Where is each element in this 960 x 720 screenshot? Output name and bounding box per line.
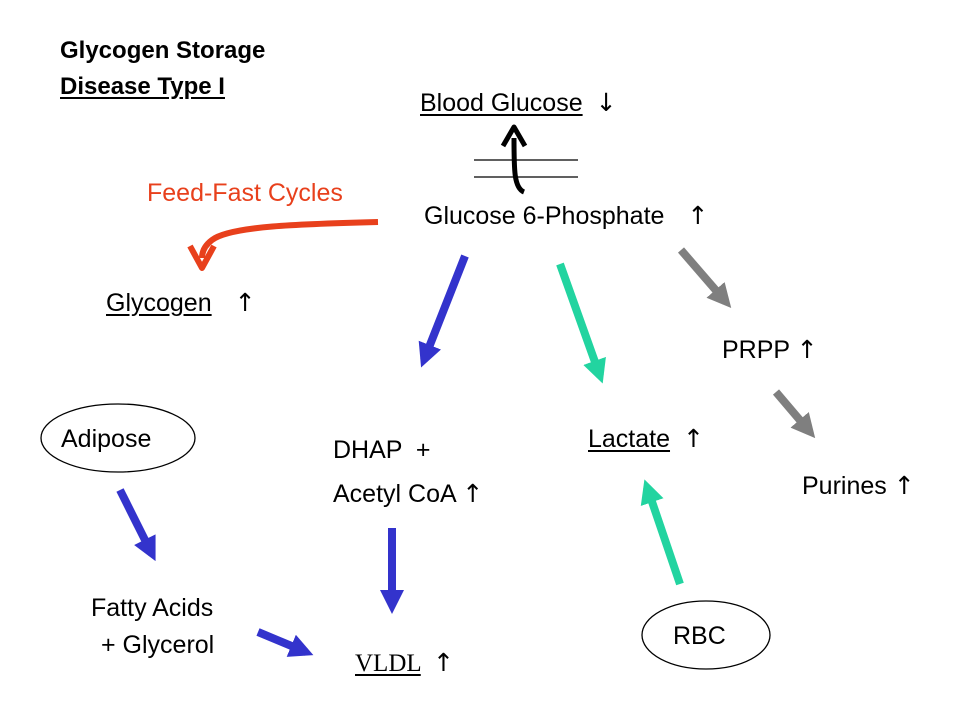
vldl-label: VLDL ↑ <box>355 648 454 679</box>
glycerol-label: + Glycerol <box>101 631 215 659</box>
prpp-text: PRPP <box>722 336 790 364</box>
up-arrow-icon: ↑ <box>687 201 709 230</box>
prpp-label: PRPP ↑ <box>722 335 818 365</box>
feed-fast-label: Feed-Fast Cycles <box>147 179 343 207</box>
prpp-to-purines-arrow <box>772 389 816 439</box>
purines-text: Purines <box>802 472 887 500</box>
adipose-ellipse <box>40 403 196 473</box>
lactate-text: Lactate <box>588 425 671 453</box>
title-line-1: Glycogen Storage <box>60 37 266 64</box>
glycogen-label: Glycogen ↑ <box>106 288 256 318</box>
blood-glucose-label: Blood Glucose ↓ <box>420 88 617 118</box>
purines-label: Purines ↑ <box>802 471 915 501</box>
up-arrow-icon: ↑ <box>796 335 818 364</box>
title-line-2: Disease Type I <box>60 73 225 100</box>
up-arrow-icon: ↑ <box>234 288 256 317</box>
feed-fast-arrowhead <box>187 244 217 271</box>
g6p-to-glucose-arrowhead <box>500 124 528 148</box>
rbc-to-lactate-arrow <box>640 479 684 586</box>
up-arrow-icon: ↑ <box>432 648 454 677</box>
up-arrow-icon: ↑ <box>893 471 915 500</box>
adipose-to-fattyacids-arrow <box>116 488 156 562</box>
fattyacids-to-vldl-arrow <box>256 628 314 657</box>
g6p-to-prpp-arrow <box>677 247 732 309</box>
dhap-label: DHAP + <box>333 436 431 464</box>
rbc-ellipse <box>641 600 771 670</box>
g6p-text: Glucose 6-Phosphate <box>424 202 665 230</box>
fatty-acids-label: Fatty Acids <box>91 594 214 622</box>
g6p-label: Glucose 6-Phosphate ↑ <box>424 201 708 231</box>
g6p-to-lactate-arrow <box>556 262 606 384</box>
rbc-label: RBC <box>673 622 726 650</box>
feed-fast-arrow <box>199 219 379 259</box>
up-arrow-icon: ↑ <box>462 479 484 508</box>
acetyl-coa-label: Acetyl CoA ↑ <box>333 479 483 509</box>
glycogen-text: Glycogen <box>106 289 212 317</box>
adipose-label: Adipose <box>61 425 152 453</box>
up-arrow-icon: ↑ <box>682 424 704 453</box>
blood-glucose-text: Blood Glucose <box>420 89 583 117</box>
vldl-text: VLDL <box>355 650 421 677</box>
g6p-to-dhap-arrow <box>418 254 469 368</box>
down-arrow-icon: ↓ <box>595 88 617 117</box>
g6p-to-glucose-arrow <box>511 137 526 195</box>
acetyl-coa-text: Acetyl CoA <box>333 480 456 508</box>
lactate-label: Lactate ↑ <box>588 424 704 454</box>
